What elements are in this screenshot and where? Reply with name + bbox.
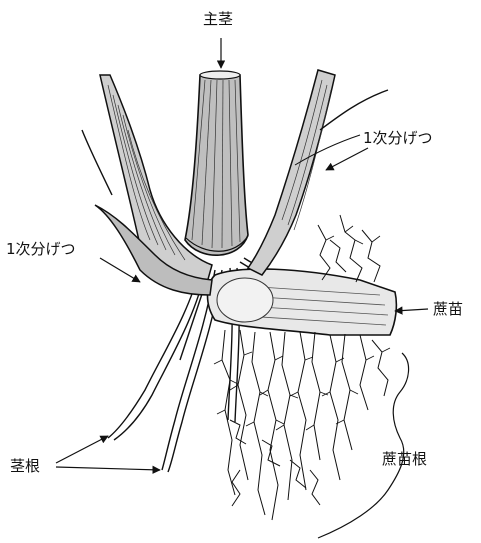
seed-cane-arrow	[395, 309, 428, 311]
sett-roots-bracket	[318, 353, 409, 538]
seed-cane-label: 蔗苗	[433, 302, 463, 317]
right-tiller-drawing	[248, 70, 388, 275]
stem-root-arrow-lower	[56, 467, 160, 470]
stem-roots-label: 茎根	[10, 459, 40, 474]
stem-root-arrow-upper	[56, 436, 108, 463]
main-stem-drawing	[185, 71, 248, 255]
sett-roots-label: 蔗苗根	[382, 452, 427, 467]
left-tiller-arrow	[100, 258, 140, 282]
main-stem-label: 主茎	[203, 12, 233, 27]
primary-tiller-right-label: 1次分げつ	[363, 131, 433, 146]
right-tiller-arrow	[326, 148, 368, 170]
sett-roots-drawing	[222, 215, 388, 520]
seed-cane-drawing	[208, 269, 397, 335]
primary-tiller-left-label: 1次分げつ	[6, 242, 76, 257]
